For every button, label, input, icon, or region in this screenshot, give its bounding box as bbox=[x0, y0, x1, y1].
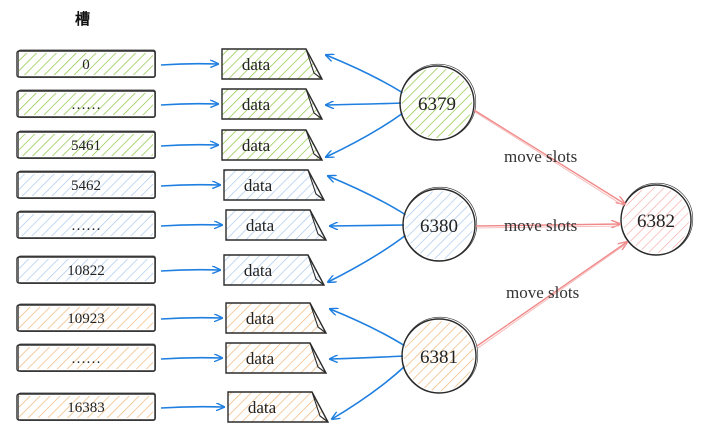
data-label: data bbox=[244, 261, 273, 280]
node-label: 6381 bbox=[420, 347, 458, 368]
slot-box: …… bbox=[16, 210, 156, 239]
move-slots-label: move slots bbox=[506, 283, 579, 302]
data-block: data bbox=[221, 88, 324, 120]
data-block: data bbox=[227, 391, 330, 423]
node-6381: 6381 bbox=[401, 316, 479, 394]
move-slots-arrow bbox=[476, 242, 627, 347]
slot-to-data-arrow bbox=[160, 145, 218, 146]
node-to-data-arrow bbox=[328, 234, 407, 282]
data-label: data bbox=[244, 176, 273, 195]
data-label: data bbox=[242, 55, 271, 74]
slot-box: 5461 bbox=[16, 130, 156, 159]
data-block: data bbox=[223, 254, 326, 286]
data-block: data bbox=[225, 342, 328, 374]
node-to-data-arrow bbox=[326, 103, 404, 105]
data-label: data bbox=[242, 136, 271, 155]
slot-label: 10822 bbox=[67, 263, 105, 279]
node-to-data-arrow bbox=[330, 309, 406, 347]
slot-to-data-arrow bbox=[160, 358, 222, 359]
data-label: data bbox=[242, 95, 271, 114]
data-block: data bbox=[225, 209, 328, 241]
node-to-data-arrow bbox=[332, 365, 406, 419]
slot-box: …… bbox=[16, 343, 156, 372]
move-slots-label: move slots bbox=[504, 147, 577, 166]
slot-to-data-arrow bbox=[160, 407, 224, 408]
slot-label: …… bbox=[71, 351, 101, 367]
slot-label: 10923 bbox=[67, 311, 105, 327]
node-to-data-arrow bbox=[326, 112, 404, 157]
move-slots-arrow bbox=[475, 224, 620, 226]
node-to-data-arrow bbox=[330, 225, 407, 226]
move-slots-label: move slots bbox=[504, 216, 577, 235]
data-block: data bbox=[225, 302, 328, 334]
slot-to-data-arrow bbox=[160, 270, 220, 271]
data-label: data bbox=[246, 216, 275, 235]
data-label: data bbox=[248, 398, 277, 417]
slot-box: 16383 bbox=[16, 392, 156, 421]
node-label: 6382 bbox=[637, 211, 675, 232]
move-slots-arrow bbox=[473, 109, 625, 204]
data-block: data bbox=[223, 169, 326, 201]
slot-box: …… bbox=[16, 89, 156, 118]
node-6380: 6380 bbox=[402, 186, 478, 262]
slots-title: 槽 bbox=[75, 10, 90, 28]
slot-to-data-arrow bbox=[160, 104, 218, 105]
slot-label: 5461 bbox=[71, 138, 101, 154]
slot-label: 5462 bbox=[71, 178, 101, 194]
slot-label: …… bbox=[71, 97, 101, 113]
slot-box: 10822 bbox=[16, 255, 156, 284]
slot-label: …… bbox=[71, 218, 101, 234]
slot-box: 10923 bbox=[16, 303, 156, 332]
slot-to-data-arrow bbox=[160, 225, 222, 226]
node-label: 6380 bbox=[420, 216, 458, 237]
slot-to-data-arrow bbox=[160, 185, 220, 186]
node-label: 6379 bbox=[418, 94, 456, 115]
data-block: data bbox=[221, 48, 324, 80]
node-6379: 6379 bbox=[399, 63, 477, 141]
node-to-data-arrow bbox=[330, 356, 406, 359]
slot-label: 16383 bbox=[67, 400, 105, 416]
node-6382: 6382 bbox=[620, 182, 694, 256]
data-label: data bbox=[246, 309, 275, 328]
slot-to-data-arrow bbox=[160, 64, 218, 65]
node-to-data-arrow bbox=[326, 55, 404, 94]
data-block: data bbox=[221, 129, 324, 161]
data-label: data bbox=[246, 349, 275, 368]
slot-box: 5462 bbox=[16, 170, 156, 199]
node-to-data-arrow bbox=[328, 176, 407, 216]
slot-box: 0 bbox=[16, 49, 156, 78]
slot-label: 0 bbox=[82, 57, 90, 73]
slot-to-data-arrow bbox=[160, 318, 222, 319]
